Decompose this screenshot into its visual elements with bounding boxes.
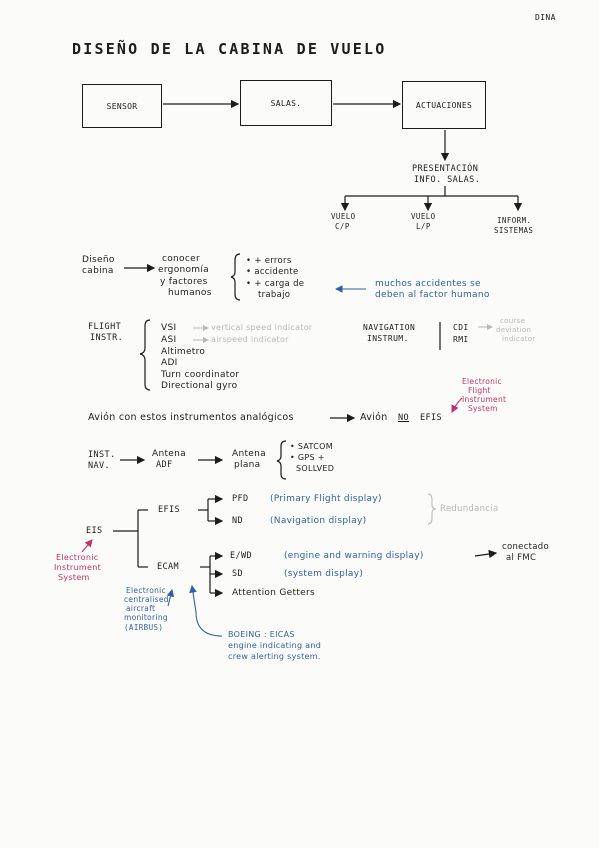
diseno-mid-4: humanos	[168, 288, 212, 298]
flight-label-2: INSTR.	[90, 333, 124, 343]
efis-note-3: Instrument	[462, 395, 507, 404]
boeing-note-2: engine indicating and	[228, 641, 322, 650]
flight-item-turn: Turn coordinator	[161, 370, 240, 380]
nd-desc: (Navigation display)	[270, 516, 367, 526]
diseno-label-1: Diseño	[82, 255, 115, 265]
actuaciones-box: ACTUACIONES	[402, 81, 486, 129]
arrow-pink-efis	[451, 397, 463, 413]
instnav-item-gps: • GPS +	[290, 453, 325, 462]
diseno-right-4: trabajo	[258, 290, 291, 300]
flight-item-gyro: Directional gyro	[161, 381, 238, 391]
asi-note: airspeed indicator	[211, 335, 289, 344]
cdi-note-1: course	[500, 317, 526, 325]
flight-item-vsi: VSI	[161, 323, 177, 333]
salas-box: SALAS.	[240, 80, 332, 126]
diseno-note-2: deben al factor humano	[375, 290, 490, 300]
page-title: DISEÑO DE LA CABINA DE VUELO	[72, 40, 387, 58]
nav-instrum-1: NAVIGATION	[363, 323, 416, 332]
avion-no-efis-prefix: Avión	[360, 412, 388, 423]
efis-note-2: Flight	[468, 386, 491, 395]
efis-label: EFIS	[158, 505, 181, 515]
brace-diseno	[230, 253, 241, 301]
sd-desc: (system display)	[284, 569, 364, 579]
instnav-mid-1: Antena	[152, 449, 186, 459]
conectado-1: conectado	[502, 542, 550, 552]
instnav-label-2: NAV.	[88, 461, 111, 471]
ecam-note-3: aircraft	[126, 604, 156, 613]
instnav-mid-2: ADF	[156, 460, 173, 470]
author-label: DINA	[535, 13, 556, 22]
nd-label: ND	[232, 516, 244, 526]
ecam-note-4: monitoring	[124, 613, 168, 622]
diseno-mid-1: conocer	[162, 254, 200, 264]
arrow-pink-eis	[81, 539, 93, 553]
diseno-right-2: • accidente	[246, 267, 299, 277]
sd-label: SD	[232, 569, 244, 579]
eis-note-2: Instrument	[54, 563, 102, 572]
cdi-label: CDI	[453, 323, 469, 332]
avion-efis: EFIS	[420, 413, 443, 423]
flight-item-altimetro: Altimetro	[161, 347, 206, 357]
redundancia-note: Redundancia	[440, 504, 499, 514]
presentacion-line2: INFO. SALAS.	[414, 175, 481, 185]
avion-analogicos: Avión con estos instrumentos analógicos	[88, 412, 294, 423]
avion-no: NO	[398, 413, 410, 423]
brace-flight	[139, 319, 151, 391]
rmi-label: RMI	[453, 335, 469, 344]
ecam-note-2: centralised	[124, 595, 169, 604]
ewd-desc: (engine and warning display)	[284, 551, 424, 561]
boeing-note-1: BOEING : EICAS	[228, 630, 295, 639]
arrow-blue-boeing	[189, 584, 223, 637]
ewd-label: E/WD	[230, 551, 253, 561]
diseno-note-1: muchos accidentes se	[375, 279, 481, 289]
vuelo-lp-2: L/P	[416, 222, 431, 231]
conectado-2: al FMC	[506, 553, 537, 563]
ecam-note-5: (AIRBUS)	[124, 623, 164, 632]
vuelo-lp-1: VUELO	[411, 212, 436, 221]
pfd-label: PFD	[232, 494, 249, 504]
flight-item-adi: ADI	[161, 358, 178, 368]
eis-note-1: Electronic	[56, 553, 99, 562]
attention-getters: Attention Getters	[232, 588, 315, 598]
cdi-note-2: deviation	[496, 326, 532, 334]
diseno-mid-3: y factores	[160, 277, 208, 287]
boeing-note-3: crew alerting system.	[228, 652, 321, 661]
vsi-note: vertical speed indicator	[211, 323, 313, 332]
diseno-label-2: cabina	[82, 266, 114, 276]
eis-note-3: System	[58, 573, 90, 582]
ecam-label: ECAM	[157, 562, 180, 572]
ecam-note-1: Electronic	[126, 586, 166, 595]
nav-instrum-2: INSTRUM.	[367, 334, 409, 343]
flight-label-1: FLIGHT	[88, 322, 122, 332]
instnav-item-sollved: SOLLVED	[296, 464, 335, 473]
diseno-right-1: • + errors	[246, 256, 292, 266]
diseno-mid-2: ergonomía	[158, 265, 209, 275]
inform-2: SISTEMAS	[494, 226, 534, 235]
vuelo-cp-1: VUELO	[331, 212, 356, 221]
arrow-blue-ecam	[166, 588, 175, 607]
eis-label: EIS	[86, 526, 103, 536]
diseno-right-3: • + carga de	[246, 279, 305, 289]
instnav-item-satcom: • SATCOM	[290, 442, 333, 451]
presentacion-line1: PRESENTACIÓN	[412, 164, 479, 174]
instnav-right-2: plana	[234, 460, 261, 470]
efis-note-4: System	[468, 404, 498, 413]
flight-item-asi: ASI	[161, 335, 177, 345]
instnav-right-1: Antena	[232, 449, 266, 459]
pfd-desc: (Primary Flight display)	[270, 494, 382, 504]
efis-note-1: Electronic	[462, 377, 502, 386]
inform-1: INFORM.	[497, 216, 532, 225]
sensor-box: SENSOR	[82, 84, 162, 128]
instnav-label-1: INST.	[88, 450, 116, 460]
vuelo-cp-2: C/P	[335, 222, 350, 231]
cdi-note-3: indicator	[502, 335, 536, 343]
